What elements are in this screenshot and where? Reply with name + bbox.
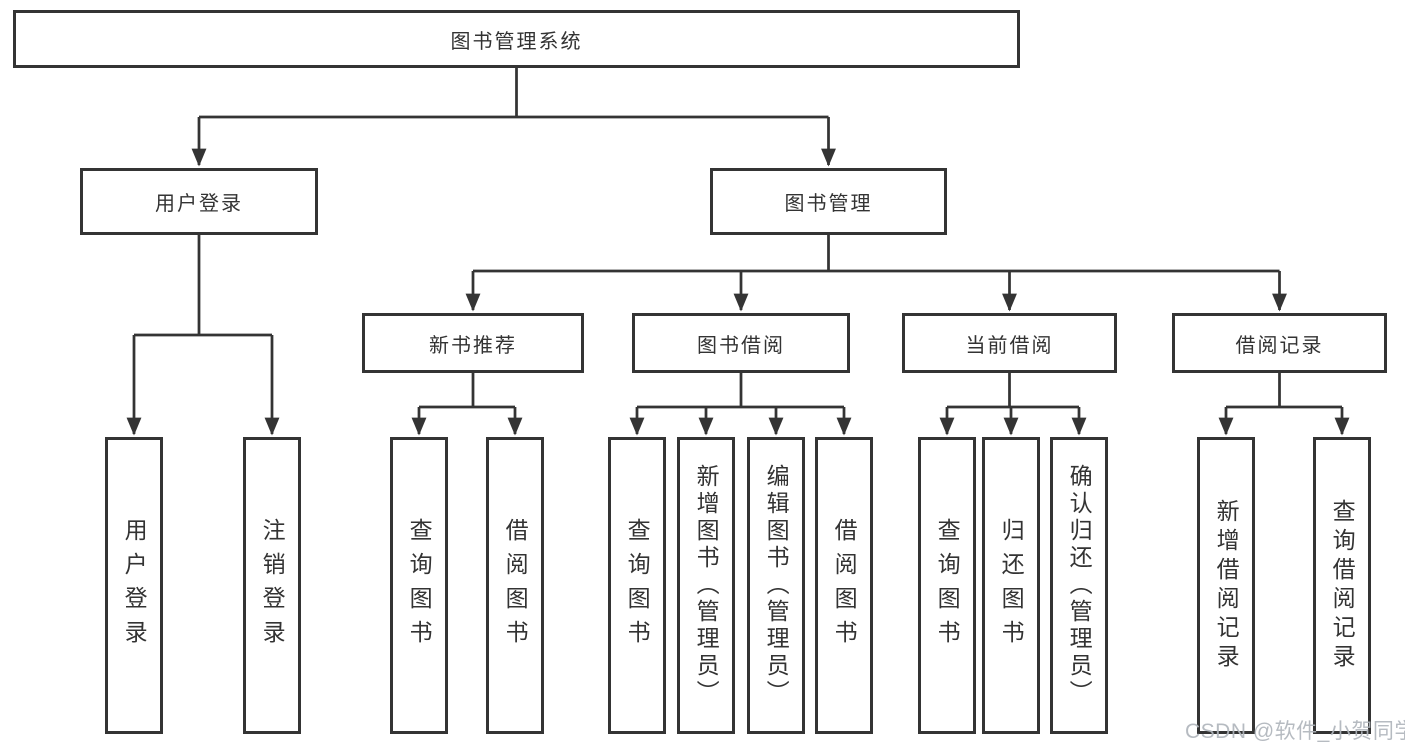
leaf-edit-book-admin: 编辑图书（管理员） [747, 437, 805, 734]
leaf-borrow-books-recommend: 借阅图书 [486, 437, 544, 734]
connector-new-book-recommend-children [411, 373, 523, 436]
connector-user-login-children [126, 235, 280, 436]
node-borrow-records-label: 借阅记录 [1235, 334, 1324, 357]
node-borrow-records: 借阅记录 [1172, 313, 1387, 373]
leaf-logout: 注销登录 [243, 437, 301, 734]
leaf-add-book-admin: 新增图书（管理员） [677, 437, 735, 734]
leaf-query-books-current-label: 查询图书 [934, 517, 961, 654]
node-current-borrow-label: 当前借阅 [965, 334, 1054, 357]
connector-book-borrow-children [629, 373, 852, 436]
leaf-query-borrow-record-label: 查询借阅记录 [1329, 498, 1356, 673]
leaf-logout-label: 注销登录 [259, 517, 286, 654]
node-book-management: 图书管理 [710, 168, 947, 235]
node-book-borrow: 图书借阅 [632, 313, 850, 373]
leaf-borrow-books-borrow-label: 借阅图书 [831, 517, 858, 654]
leaf-query-books-borrow-label: 查询图书 [624, 517, 651, 654]
connector-book-management-children [465, 235, 1287, 312]
leaf-confirm-return-admin: 确认归还（管理员） [1050, 437, 1108, 734]
leaf-query-books-recommend-label: 查询图书 [406, 517, 433, 654]
node-current-borrow: 当前借阅 [902, 313, 1117, 373]
leaf-return-books: 归还图书 [982, 437, 1040, 734]
node-library-system: 图书管理系统 [13, 10, 1020, 68]
leaf-user-login-label: 用户登录 [121, 517, 148, 654]
connector-borrow-records-children [1218, 373, 1350, 436]
node-book-borrow-label: 图书借阅 [697, 334, 785, 357]
leaf-query-books-current: 查询图书 [918, 437, 976, 734]
node-new-book-recommend-label: 新书推荐 [429, 334, 517, 357]
leaf-query-books-recommend: 查询图书 [390, 437, 448, 734]
connector-root-to-level2 [191, 68, 836, 167]
leaf-user-login: 用户登录 [105, 437, 163, 734]
connector-current-borrow-children [939, 373, 1087, 436]
leaf-return-books-label: 归还图书 [998, 517, 1025, 654]
leaf-borrow-books-recommend-label: 借阅图书 [502, 517, 529, 654]
leaf-add-borrow-record-label: 新增借阅记录 [1213, 498, 1240, 673]
leaf-query-books-borrow: 查询图书 [608, 437, 666, 734]
leaf-add-book-admin-label: 新增图书（管理员） [693, 464, 720, 707]
leaf-borrow-books-borrow: 借阅图书 [815, 437, 873, 734]
leaf-add-borrow-record: 新增借阅记录 [1197, 437, 1255, 734]
leaf-confirm-return-admin-label: 确认归还（管理员） [1066, 464, 1093, 707]
leaf-edit-book-admin-label: 编辑图书（管理员） [763, 464, 790, 707]
leaf-query-borrow-record: 查询借阅记录 [1313, 437, 1371, 734]
node-library-system-label: 图书管理系统 [450, 30, 583, 53]
node-user-login: 用户登录 [80, 168, 318, 235]
node-new-book-recommend: 新书推荐 [362, 313, 584, 373]
csdn-watermark: CSDN @软件_小贺同学 [1185, 720, 1405, 743]
node-book-management-label: 图书管理 [784, 193, 873, 215]
node-user-login-label: 用户登录 [155, 193, 243, 215]
